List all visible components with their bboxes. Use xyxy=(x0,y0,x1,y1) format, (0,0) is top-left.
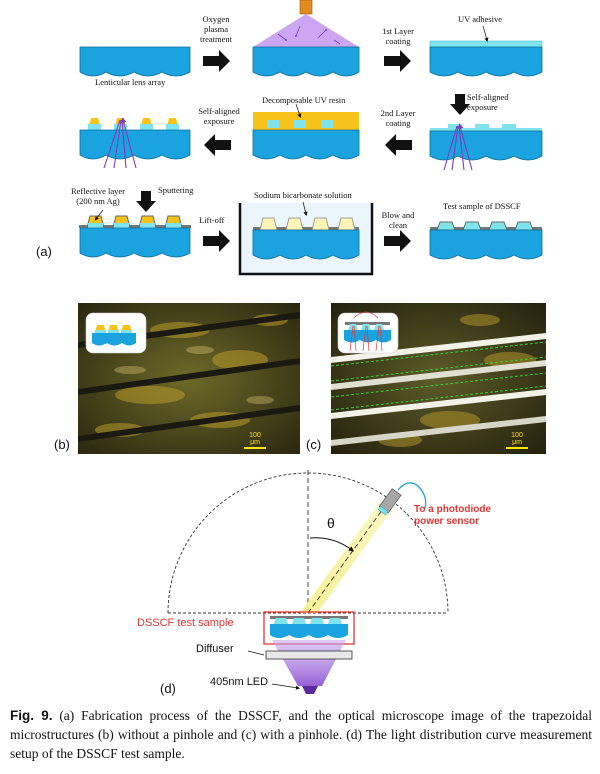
sputtering-label: Sputtering xyxy=(158,185,194,195)
scale-bar-b: 100 μm xyxy=(244,432,266,449)
panel-a-label: (a) xyxy=(36,244,52,259)
test-sample-step xyxy=(429,221,543,260)
caption-fig-number: Fig. 9. xyxy=(10,708,53,723)
microscope-image-c xyxy=(330,303,547,454)
figure-caption: Fig. 9. (a) Fabrication process of the D… xyxy=(10,706,592,763)
scale-bar-c-line xyxy=(506,447,528,449)
oxygen-plasma-label: Oxygen plasma treatment xyxy=(199,14,233,44)
process-arrow-2 xyxy=(384,50,411,72)
diffuser-label: Diffuser xyxy=(196,643,234,655)
self-aligned-label-1: Self-aligned exposure xyxy=(467,92,509,112)
process-arrow-1 xyxy=(203,50,230,72)
panel-d-label: (d) xyxy=(160,681,176,696)
test-sample-label: Test sample of DSSCF xyxy=(443,201,521,211)
process-arrow-6 xyxy=(384,230,411,252)
first-layer-label: 1st Layer coating xyxy=(382,26,414,46)
theta-label: θ xyxy=(327,515,335,531)
panel-b-label: (b) xyxy=(54,437,70,452)
self-aligned-label-2: Self-aligned exposure xyxy=(198,106,240,126)
caption-text: (a) Fabrication process of the DSSCF, an… xyxy=(10,708,593,761)
uv-resin-step xyxy=(252,103,360,160)
sodium-bath-step xyxy=(238,201,374,276)
led-label: 405nm LED xyxy=(210,676,269,688)
process-arrow-5 xyxy=(203,230,230,252)
blow-clean-label: Blow and clean xyxy=(381,210,415,230)
oxygen-plasma-step xyxy=(252,0,360,77)
dsscf-sample-label: DSSCF test sample xyxy=(137,617,234,629)
sputtering-step xyxy=(79,191,191,258)
scale-bar-c: 100 μm xyxy=(506,432,528,449)
process-arrow-3 xyxy=(385,134,412,156)
lens-array-step1 xyxy=(79,46,191,77)
lift-off-label: Lift-off xyxy=(199,215,225,225)
uv-adhesive-step xyxy=(429,25,543,77)
scale-bar-b-line xyxy=(244,447,266,449)
photodiode-label: To a photodiode power sensor xyxy=(414,504,492,527)
lens-array-label: Lenticular lens array xyxy=(95,77,166,87)
panel-c-label: (c) xyxy=(306,437,322,452)
second-layer-label: 2nd Layer coating xyxy=(380,108,416,128)
self-aligned-exposure-step-2 xyxy=(79,118,191,169)
process-arrow-4 xyxy=(204,134,231,156)
uv-adhesive-label: UV adhesive xyxy=(458,14,502,24)
scale-bar-b-text: 100 μm xyxy=(249,432,261,446)
self-aligned-exposure-step-1 xyxy=(429,94,543,171)
microscope-image-b xyxy=(78,303,300,454)
uv-resin-label: Decomposable UV resin xyxy=(262,95,346,105)
measurement-setup xyxy=(167,470,449,694)
reflective-layer-label: Reflective layer (200 nm Ag) xyxy=(70,186,126,206)
sodium-label: Sodium bicarbonate solution xyxy=(254,190,352,200)
scale-bar-c-text: 100 μm xyxy=(511,432,523,446)
